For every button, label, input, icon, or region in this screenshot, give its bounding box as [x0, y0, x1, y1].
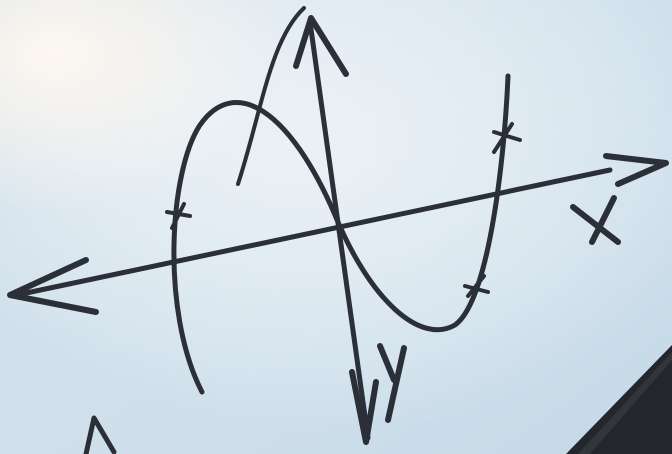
whiteboard-photo: X Y	[0, 0, 672, 454]
